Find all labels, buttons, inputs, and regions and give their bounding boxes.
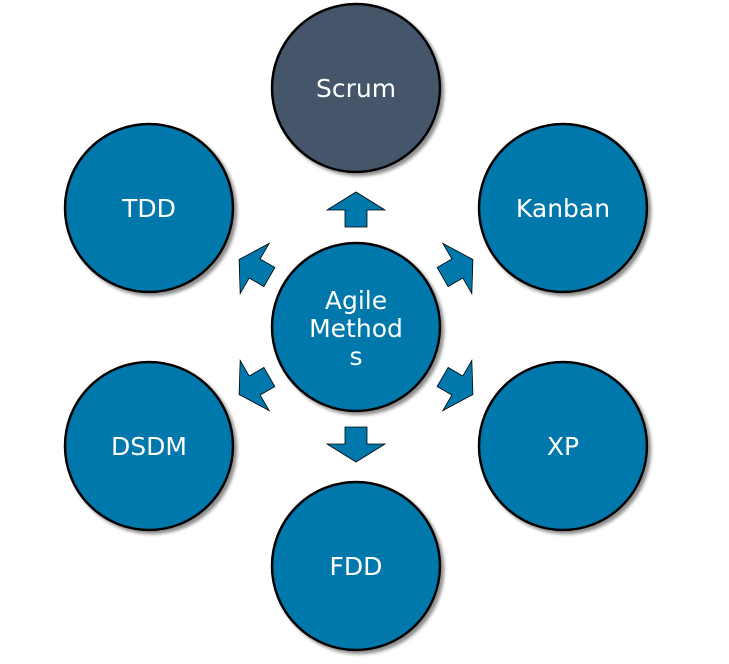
arrow-shape: [325, 191, 387, 228]
node-circle-xp: [477, 360, 649, 532]
node-circle-tdd: [63, 122, 235, 294]
node-label-kanban: Kanban: [516, 194, 610, 223]
node-label-dsdm: DSDM: [111, 432, 187, 461]
center-label: s: [349, 342, 362, 371]
center-label: Method: [309, 314, 403, 343]
node-circle-scrum: [270, 2, 442, 174]
arrow-shape: [436, 358, 474, 412]
arrow-to-xp: [436, 358, 474, 412]
node-label-scrum: Scrum: [316, 74, 396, 103]
node-label-tdd: TDD: [121, 194, 176, 223]
node-label-fdd: FDD: [330, 552, 383, 581]
arrow-to-scrum: [325, 191, 387, 228]
arrow-to-kanban: [436, 242, 474, 296]
node-circle-fdd: [270, 480, 442, 652]
center-circle: [270, 241, 442, 413]
arrow-to-tdd: [238, 242, 276, 296]
center-label: Agile: [325, 286, 387, 315]
node-circle-dsdm: [63, 360, 235, 532]
node-label-xp: XP: [547, 432, 579, 461]
arrow-to-fdd: [325, 426, 387, 463]
arrow-shape: [238, 242, 276, 296]
arrow-shape: [436, 242, 474, 296]
arrow-shape: [238, 358, 276, 412]
arrow-to-dsdm: [238, 358, 276, 412]
arrows-group: [238, 191, 474, 463]
node-circle-kanban: [477, 122, 649, 294]
arrow-shape: [325, 426, 387, 463]
